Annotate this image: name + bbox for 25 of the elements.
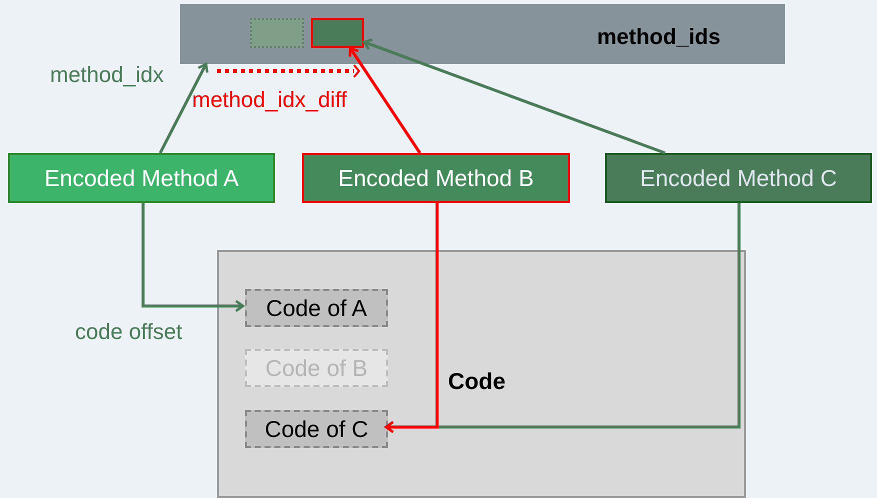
selected-slot (311, 18, 364, 48)
method-box (302, 153, 570, 203)
node-label: Code of A (266, 294, 368, 323)
node-label: method_ids (597, 23, 720, 51)
arrow (158, 62, 208, 154)
code-block (245, 410, 388, 448)
arrow (384, 203, 439, 434)
array-band (180, 4, 785, 64)
arrow (142, 203, 244, 312)
edge-label: method_idx (50, 61, 164, 89)
node-label: Code of C (264, 414, 368, 444)
node-label: Code (448, 367, 506, 396)
node-label: Encoded Method C (640, 164, 837, 193)
dimension-label: method_idx_diff (192, 86, 347, 114)
method-box (8, 153, 275, 203)
arrow (348, 46, 422, 154)
method-box (605, 153, 872, 203)
node-label: Encoded Method A (44, 164, 239, 193)
code-region (217, 250, 746, 498)
arrow (362, 38, 666, 154)
code-block (245, 289, 388, 327)
node-label: Encoded Method B (338, 164, 534, 193)
edge-label: code offset (75, 318, 182, 346)
code-block (245, 349, 388, 387)
empty-slot (250, 18, 304, 48)
